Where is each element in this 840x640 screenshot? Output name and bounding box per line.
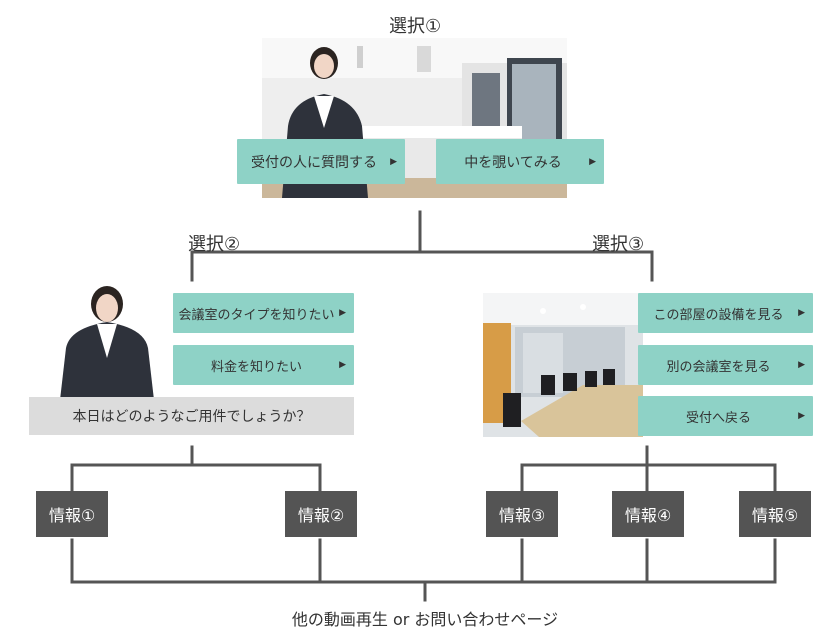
- room-type-label: 会議室のタイプを知りたい: [178, 307, 335, 323]
- choice3-title: 選択③: [592, 234, 645, 255]
- triangle-right-icon: ▶: [339, 360, 346, 370]
- meeting-room-photo: [483, 293, 643, 437]
- triangle-right-icon: ▶: [589, 156, 596, 167]
- triangle-right-icon: ▶: [390, 156, 397, 167]
- footer-text: 他の動画再生 or お問い合わせページ: [291, 610, 559, 629]
- info-label: 情報③: [498, 506, 546, 525]
- peek-inside-button[interactable]: 中を覗いてみる ▶: [436, 139, 604, 184]
- triangle-right-icon: ▶: [798, 360, 805, 370]
- info-box-3[interactable]: 情報③: [486, 491, 558, 537]
- peek-inside-label: 中を覗いてみる: [464, 154, 562, 171]
- other-room-label: 別の会議室を見る: [666, 359, 771, 375]
- info-label: 情報①: [48, 506, 96, 525]
- triangle-right-icon: ▶: [798, 411, 805, 421]
- back-to-reception-label: 受付へ戻る: [685, 410, 751, 426]
- back-to-reception-button[interactable]: 受付へ戻る ▶: [638, 396, 813, 436]
- other-room-button[interactable]: 別の会議室を見る ▶: [638, 345, 813, 385]
- info-label: 情報⑤: [751, 506, 799, 525]
- receptionist-photo: [52, 278, 162, 400]
- room-equipment-label: この部屋の設備を見る: [653, 307, 784, 323]
- room-type-button[interactable]: 会議室のタイプを知りたい ▶: [173, 293, 354, 333]
- choice1-title: 選択①: [389, 16, 442, 37]
- pricing-button[interactable]: 料金を知りたい ▶: [173, 345, 354, 385]
- greeting-bar: 本日はどのようなご用件でしょうか？: [29, 397, 354, 435]
- pricing-label: 料金を知りたい: [210, 359, 302, 375]
- info-box-1[interactable]: 情報①: [36, 491, 108, 537]
- info-box-2[interactable]: 情報②: [285, 491, 357, 537]
- triangle-right-icon: ▶: [339, 308, 346, 318]
- info-label: 情報④: [624, 506, 672, 525]
- room-equipment-button[interactable]: この部屋の設備を見る ▶: [638, 293, 813, 333]
- ask-receptionist-label: 受付の人に質問する: [251, 154, 377, 171]
- info-label: 情報②: [297, 506, 345, 525]
- choice2-title: 選択②: [188, 234, 241, 255]
- triangle-right-icon: ▶: [798, 308, 805, 318]
- greeting-text: 本日はどのようなご用件でしょうか？: [72, 409, 311, 425]
- info-box-5[interactable]: 情報⑤: [739, 491, 811, 537]
- info-box-4[interactable]: 情報④: [612, 491, 684, 537]
- ask-receptionist-button[interactable]: 受付の人に質問する ▶: [237, 139, 405, 184]
